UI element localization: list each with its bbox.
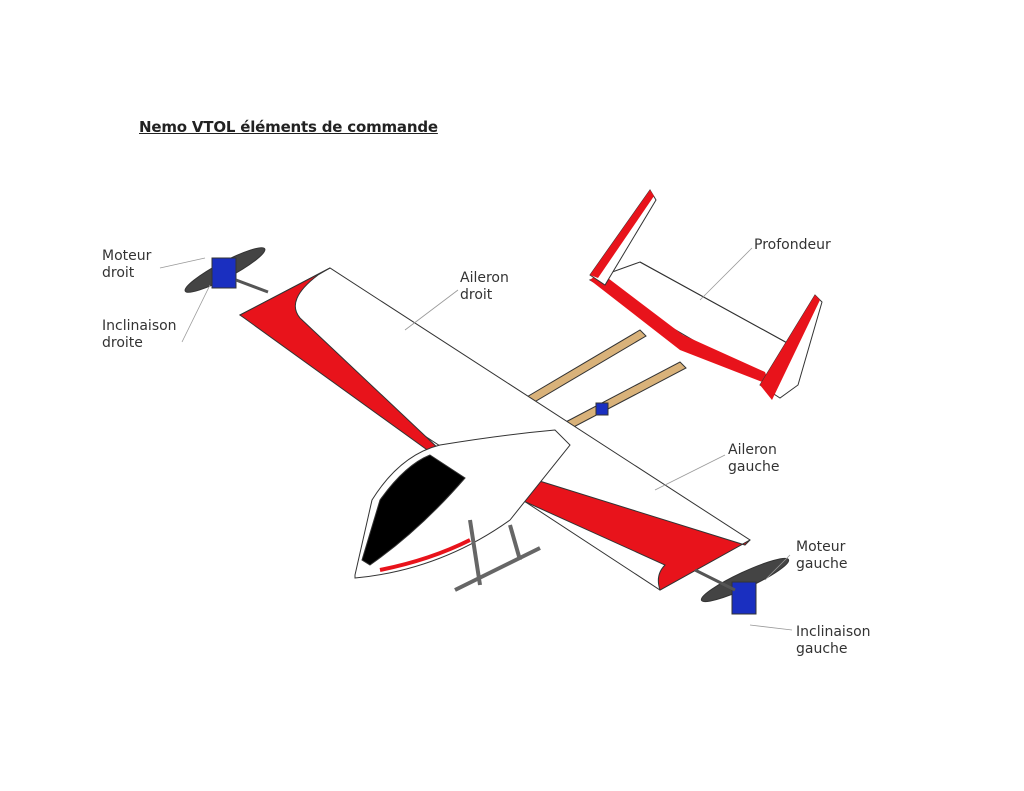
canopy (361, 454, 466, 566)
label-line: gauche (728, 459, 780, 475)
label-line: droit (460, 287, 493, 303)
horizontal-stabilizer (588, 261, 801, 386)
label-line: Profondeur (754, 237, 831, 253)
label-line: Inclinaison (796, 624, 871, 640)
label-profondeur: Profondeur (754, 237, 831, 254)
diagram-title: Nemo VTOL éléments de commande (139, 118, 438, 136)
label-line: droite (102, 335, 143, 351)
label-line: Moteur (796, 539, 846, 555)
label-line: Aileron (460, 270, 509, 286)
label-line: Aileron (728, 442, 777, 458)
fuselage (354, 429, 571, 579)
motor-right (184, 247, 269, 294)
landing-skids (454, 519, 541, 592)
label-line: gauche (796, 641, 848, 657)
label-line: droit (102, 265, 135, 281)
label-line: gauche (796, 556, 848, 572)
label-line: Inclinaison (102, 318, 177, 334)
label-line: Moteur (102, 248, 152, 264)
motor-left (694, 557, 790, 615)
tail-servo (595, 402, 609, 416)
